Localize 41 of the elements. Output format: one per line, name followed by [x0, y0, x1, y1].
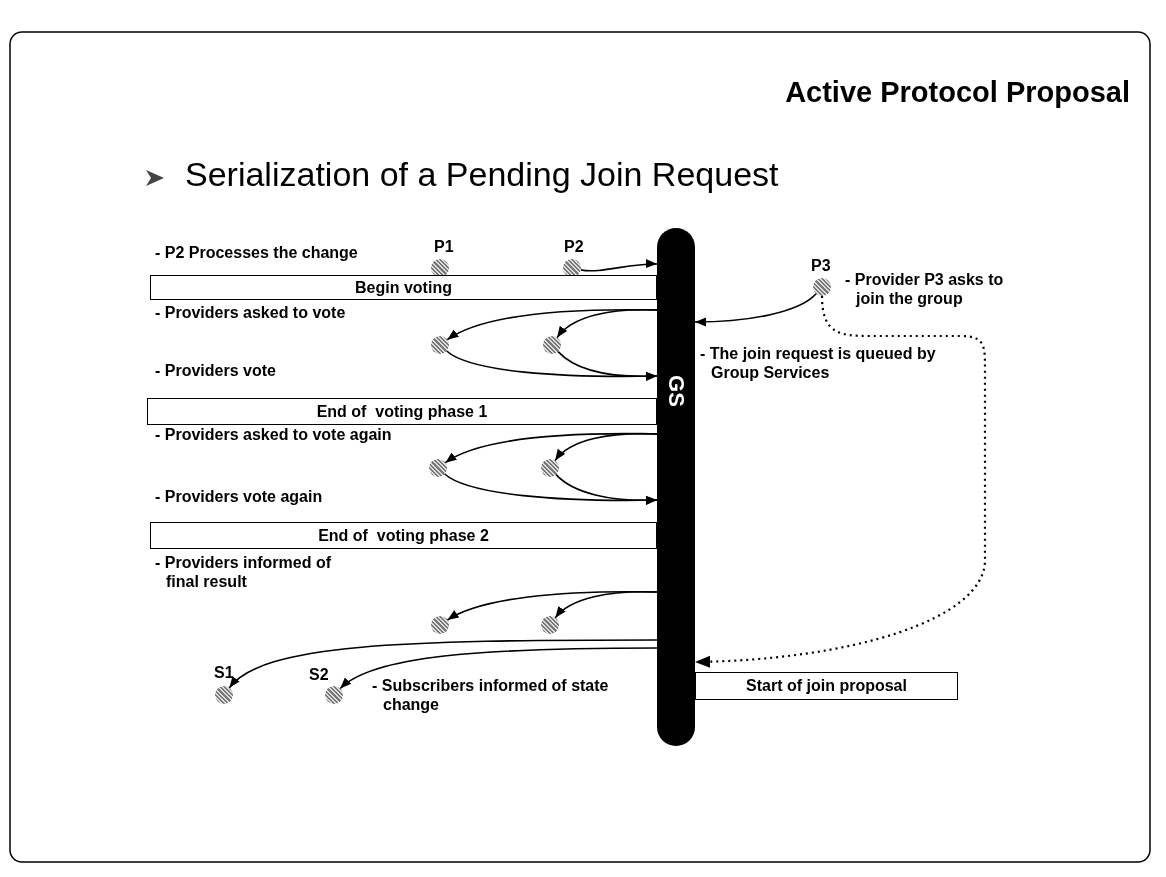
- phase-box: End of voting phase 1: [147, 398, 657, 425]
- arrow: [555, 473, 658, 505]
- arrow: [580, 259, 658, 272]
- arrow: [339, 647, 658, 690]
- step-note: - Subscribers informed of state change: [372, 676, 610, 714]
- phase-box: Begin voting: [150, 275, 657, 300]
- process-dot: [325, 686, 343, 704]
- step-note: - Providers vote: [155, 361, 277, 380]
- process-dot: [541, 616, 559, 634]
- arrow: [556, 308, 658, 339]
- group-services-bar: [657, 228, 695, 746]
- step-note: - Providers vote again: [155, 487, 324, 506]
- arrow: [694, 295, 987, 668]
- bar-label: GS: [663, 375, 689, 407]
- arrow: [554, 590, 658, 619]
- arrow: [228, 639, 658, 689]
- node-label: S1: [214, 664, 234, 682]
- step-note: - Providers asked to vote: [155, 303, 347, 322]
- step-note: - Provider P3 asks to join the group: [845, 270, 1005, 308]
- title: Active Protocol Proposal: [785, 76, 1130, 109]
- arrow: [554, 432, 658, 462]
- node-label: P3: [811, 257, 831, 275]
- step-note: - P2 Processes the change: [155, 243, 359, 262]
- process-dot: [431, 616, 449, 634]
- phase-box: Start of join proposal: [695, 672, 958, 700]
- node-label: S2: [309, 666, 329, 684]
- step-note: - Providers asked to vote again: [155, 425, 393, 444]
- heading: Serialization of a Pending Join Request: [185, 154, 780, 194]
- process-dot: [543, 336, 561, 354]
- arrow: [557, 350, 658, 381]
- process-dot: [813, 278, 831, 296]
- step-note: - The join request is queued by Group Services: [700, 344, 937, 382]
- arrow: [694, 292, 817, 327]
- node-label: P1: [434, 238, 454, 256]
- step-note: - Providers informed of final result: [155, 553, 333, 591]
- process-dot: [429, 459, 447, 477]
- process-dot: [215, 686, 233, 704]
- process-dot: [541, 459, 559, 477]
- node-label: P2: [564, 238, 584, 256]
- process-dot: [431, 336, 449, 354]
- phase-box: End of voting phase 2: [150, 522, 657, 549]
